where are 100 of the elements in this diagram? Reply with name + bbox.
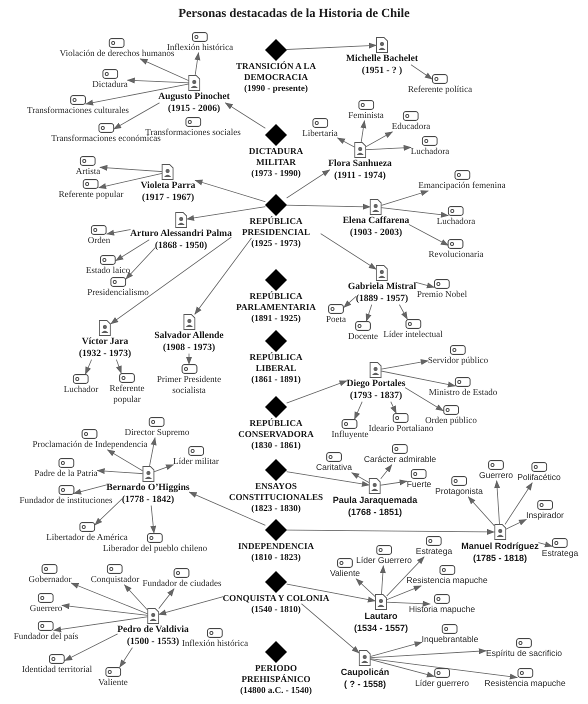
- person-name: Paula Jaraquemada: [332, 494, 418, 506]
- attribute-label: Primer Presidente socialista: [156, 374, 222, 396]
- person-name: Bernardo O’Higgins: [106, 482, 190, 494]
- arrow: [286, 204, 371, 210]
- person-years: (1951 - ? ): [362, 65, 402, 77]
- arrow: [386, 600, 431, 607]
- period-dates: (1810 - 1823): [251, 552, 301, 563]
- attribute-label: Espíritu de sacrificio: [486, 648, 562, 659]
- arrow: [150, 505, 156, 534]
- attribute-label: Educadora: [392, 121, 430, 132]
- arrow: [224, 102, 266, 129]
- person-years: (1917 - 1967): [142, 192, 194, 204]
- arrow: [505, 518, 527, 530]
- arrow: [380, 479, 408, 486]
- period-name: REPÚBLICA LIBERAL: [248, 352, 304, 374]
- attribute-label: Resistencia mapuche: [406, 575, 488, 586]
- arrow: [286, 42, 377, 50]
- arrow: [356, 578, 376, 598]
- person-years: (1908 - 1973): [162, 342, 216, 354]
- attribute-label: Guerrero: [30, 603, 62, 614]
- period-dates: (1990 - presente): [244, 83, 308, 94]
- arrow: [96, 468, 143, 474]
- attribute-label: Líder Guerrero: [356, 555, 412, 566]
- attribute-label: Inspirador: [526, 510, 564, 521]
- arrow: [116, 359, 122, 374]
- person-years: (1911 - 1974): [334, 170, 386, 182]
- attribute-label: Liberador del pueblo chileno: [102, 543, 208, 554]
- attribute-label: Presidencialismo: [87, 287, 149, 298]
- arrow: [70, 582, 148, 614]
- attribute-label: Transformaciones culturales: [27, 105, 129, 116]
- arrow: [115, 239, 150, 262]
- attribute-label: Estratega: [542, 548, 578, 559]
- arrow: [85, 84, 189, 106]
- arrow: [404, 387, 444, 412]
- person-name: Flora Sanhueza: [328, 158, 392, 170]
- arrow: [370, 641, 422, 657]
- attribute-label: Luchadora: [410, 146, 450, 157]
- arrow: [125, 247, 156, 280]
- person-name: Lautaro: [364, 610, 398, 622]
- person-years: (1903 - 2003): [350, 227, 402, 239]
- attribute-label: Artista: [76, 166, 100, 177]
- arrow: [386, 556, 425, 596]
- attribute-label: Referente popular: [108, 383, 146, 405]
- attribute-label: Fuerte: [406, 479, 432, 490]
- attribute-label: Guerrero: [479, 470, 513, 481]
- arrow: [301, 603, 360, 654]
- attribute-label: Estado laico: [86, 265, 130, 276]
- arrow: [380, 464, 392, 480]
- arrow: [84, 359, 92, 375]
- attribute-label: Luchador: [64, 384, 98, 395]
- attribute-label: Estratega: [416, 546, 452, 557]
- period-dates: (1540 - 1810): [251, 604, 301, 615]
- person-name: Augusto Pinochet: [158, 91, 230, 103]
- arrow: [286, 169, 330, 198]
- attribute-label: Orden: [88, 235, 110, 246]
- period-name: ENSAYOS CONSTITUCIONALES: [228, 481, 324, 503]
- arrow: [365, 131, 393, 148]
- attribute-label: Gobernador: [28, 574, 72, 585]
- attribute-label: Resistencia mapuche: [484, 678, 566, 689]
- person-years: (1500 - 1553): [126, 636, 180, 648]
- arrow: [354, 401, 363, 420]
- attribute-label: Ministro de Estado: [428, 387, 498, 398]
- attribute-label: Fundador de ciudades: [142, 578, 222, 589]
- attribute-label: Director Supremo: [124, 427, 190, 438]
- period-dates: (1823 - 1830): [251, 503, 301, 514]
- attribute-label: Libertador de América: [46, 532, 128, 543]
- arrow: [381, 370, 456, 388]
- period-dates: (1925 - 1973): [251, 238, 301, 249]
- arrow: [149, 437, 157, 467]
- attribute-label: Libertaria: [302, 128, 338, 139]
- arrow: [370, 658, 518, 680]
- period-name: REPÚBLICA CONSERVADORA: [237, 418, 315, 440]
- arrow: [99, 164, 163, 172]
- arrow: [106, 449, 143, 472]
- arrow: [390, 401, 397, 414]
- arrow: [153, 464, 174, 472]
- arrow: [186, 353, 192, 365]
- arrow: [98, 172, 163, 190]
- arrow: [398, 304, 408, 320]
- period-dates: (14800 a.C. - 1540): [240, 685, 312, 696]
- attribute-label: Protagonista: [435, 486, 483, 497]
- attribute-label: Feminista: [348, 110, 384, 121]
- arrow: [380, 565, 386, 595]
- attribute-label: Padre de la Patria: [34, 468, 98, 479]
- arrow: [494, 480, 500, 525]
- arrow: [110, 236, 232, 324]
- person-name: Arturo Alessandri Palma: [130, 228, 232, 240]
- period-dates: (1891 - 1925): [251, 313, 301, 324]
- arrow: [468, 496, 495, 526]
- arrow: [126, 78, 189, 84]
- arrow: [61, 603, 148, 616]
- attribute-label: Dictadura: [92, 79, 128, 90]
- person-years: (1868 - 1950): [154, 240, 208, 252]
- attribute-label: Emancipación femenina: [418, 180, 506, 191]
- period-dates: (1973 - 1990): [251, 168, 301, 179]
- attribute-label: Inflexión histórica: [182, 638, 248, 649]
- attribute-label: Polifacético: [517, 472, 561, 483]
- arrow: [370, 659, 435, 678]
- attribute-label: Líder guerrero: [415, 678, 469, 689]
- arrow: [386, 585, 422, 600]
